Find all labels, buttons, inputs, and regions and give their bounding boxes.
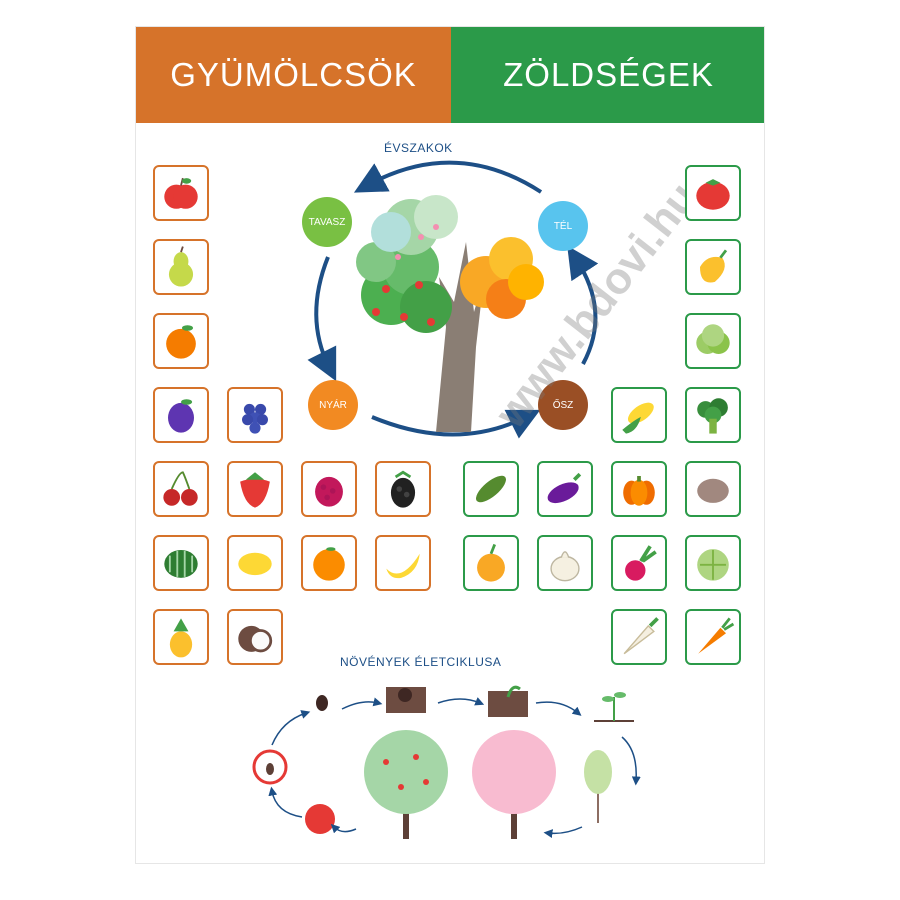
fruit-tile-coconut bbox=[227, 609, 283, 665]
pepper-icon bbox=[700, 249, 728, 283]
season-spring: TAVASZ bbox=[302, 197, 352, 247]
season-autumn-label: ŐSZ bbox=[552, 399, 574, 411]
seed-icon bbox=[316, 695, 328, 711]
arrow-spring-to-summer bbox=[307, 256, 337, 382]
banana-icon bbox=[386, 553, 420, 579]
season-summer: NYÁR bbox=[308, 380, 358, 430]
vegetable-tile-corn bbox=[611, 387, 667, 443]
fruit-tile-grapes bbox=[227, 387, 283, 443]
fruit-tile-orange bbox=[301, 535, 357, 591]
soil-seed-icon bbox=[386, 687, 426, 713]
coconut-icon bbox=[238, 625, 273, 653]
cucumber-icon bbox=[475, 475, 507, 503]
parsnip-icon bbox=[623, 617, 659, 655]
vegetable-tile-cabbage bbox=[685, 535, 741, 591]
fruit-tile-cherry bbox=[153, 461, 209, 517]
blackberry-icon bbox=[390, 470, 416, 508]
vegetable-tile-potato bbox=[685, 461, 741, 517]
poster: GYÜMÖLCSÖK ZÖLDSÉGEK ÉVSZAKOK TAVASZ TÉL… bbox=[135, 26, 765, 864]
orange-icon bbox=[313, 547, 345, 581]
corn-icon bbox=[622, 402, 654, 434]
season-winter-label: TÉL bbox=[553, 220, 573, 232]
pear-icon bbox=[168, 246, 194, 287]
fruit-tile-pear bbox=[153, 239, 209, 295]
fruits-title: GYÜMÖLCSÖK bbox=[170, 56, 417, 93]
pineapple-icon bbox=[169, 618, 193, 658]
lettuce-icon bbox=[696, 324, 730, 354]
lemon-icon bbox=[238, 552, 272, 576]
watermelon-icon bbox=[164, 550, 198, 578]
onion-icon bbox=[477, 543, 505, 582]
vegetables-header: ZÖLDSÉGEK bbox=[451, 27, 764, 123]
cabbage-icon bbox=[697, 549, 729, 581]
vegetable-tile-lettuce bbox=[685, 313, 741, 369]
garlic-icon bbox=[550, 551, 580, 582]
watermark-text: www.bdovi.hu bbox=[486, 173, 708, 438]
lifecycle-title: NÖVÉNYEK ÉLETCIKLUSA bbox=[340, 655, 502, 669]
sprouting-seed-icon bbox=[488, 691, 528, 717]
apple-icon bbox=[164, 177, 198, 209]
carrot-icon bbox=[698, 617, 735, 654]
seasons-title: ÉVSZAKOK bbox=[384, 141, 453, 155]
fruit-tile-watermelon bbox=[153, 535, 209, 591]
vegetable-tile-parsnip bbox=[611, 609, 667, 665]
apple-half-icon bbox=[252, 749, 288, 785]
season-autumn: ŐSZ bbox=[538, 380, 588, 430]
vegetable-tile-cucumber bbox=[463, 461, 519, 517]
raspberry-icon bbox=[315, 476, 343, 507]
arrow-winter-to-spring bbox=[353, 160, 543, 194]
vegetable-tile-pumpkin bbox=[611, 461, 667, 517]
season-spring-label: TAVASZ bbox=[308, 216, 346, 228]
vegetable-tile-garlic bbox=[537, 535, 593, 591]
fruit-tile-plum bbox=[153, 387, 209, 443]
vegetable-tile-broccoli bbox=[685, 387, 741, 443]
vegetable-tile-pepper bbox=[685, 239, 741, 295]
broccoli-icon bbox=[697, 398, 728, 434]
vegetable-tile-radish bbox=[611, 535, 667, 591]
fruit-tile-apple bbox=[153, 165, 209, 221]
season-winter: TÉL bbox=[538, 201, 588, 251]
tomato-icon bbox=[696, 179, 730, 210]
radish-icon bbox=[625, 545, 657, 581]
fruit-tile-lemon bbox=[227, 535, 283, 591]
potato-icon bbox=[697, 478, 729, 503]
fruit-tile-peach bbox=[153, 313, 209, 369]
vegetable-tile-tomato bbox=[685, 165, 741, 221]
fruits-header: GYÜMÖLCSÖK bbox=[136, 27, 451, 123]
grapes-icon bbox=[242, 403, 268, 434]
season-summer-label: NYÁR bbox=[319, 399, 347, 411]
vegetables-title: ZÖLDSÉGEK bbox=[503, 56, 714, 93]
peach-icon bbox=[166, 325, 196, 359]
vegetable-tile-carrot bbox=[685, 609, 741, 665]
pumpkin-icon bbox=[623, 476, 655, 506]
apple-fruit-icon bbox=[305, 804, 335, 834]
fruit-tile-banana bbox=[375, 535, 431, 591]
fruit-tile-strawberry bbox=[227, 461, 283, 517]
strawberry-icon bbox=[240, 472, 270, 508]
plum-icon bbox=[168, 399, 194, 433]
eggplant-icon bbox=[547, 472, 582, 504]
fruit-tile-pineapple bbox=[153, 609, 209, 665]
fruit-tile-blackberry bbox=[375, 461, 431, 517]
vegetable-tile-eggplant bbox=[537, 461, 593, 517]
vegetable-tile-onion bbox=[463, 535, 519, 591]
cherry-icon bbox=[163, 471, 198, 506]
fruit-tile-raspberry bbox=[301, 461, 357, 517]
